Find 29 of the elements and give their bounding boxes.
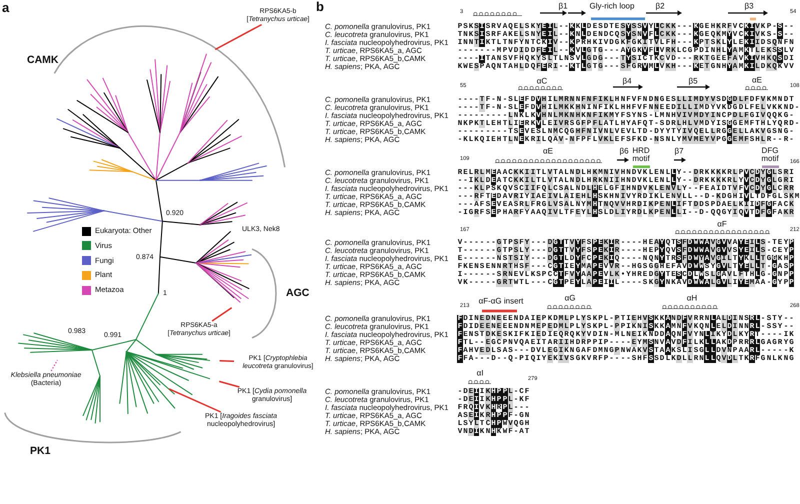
panel-label: a [2, 1, 10, 16]
structure-label: αE [752, 76, 762, 86]
clade-label: PK1 [30, 446, 50, 458]
structure-label: αH [686, 294, 698, 304]
structure-label: β4 [622, 78, 632, 86]
structure-label: β5 [688, 78, 698, 86]
motif-label: HRD motif [631, 146, 651, 164]
clade-label: CAMK [27, 55, 58, 67]
structure-label: αF [717, 220, 727, 230]
motif-label: Gly-rich loop [590, 2, 634, 12]
leader-line [219, 380, 240, 388]
clade-label: AGC [286, 288, 310, 300]
motif-label: DFG motif [760, 146, 780, 164]
structure-label: αC [536, 78, 548, 86]
motif-label: αF-αG insert [478, 298, 524, 306]
panel-label: b [316, 0, 324, 14]
structure-label: β7 [674, 148, 684, 156]
structure-label: β2 [655, 2, 665, 12]
leader-line [220, 360, 234, 362]
structure-label: αG [564, 294, 576, 304]
structure-label: αE [543, 148, 553, 156]
leader-line [168, 388, 222, 413]
structure-label: β3 [744, 2, 754, 12]
leader-line [212, 307, 232, 322]
structure-label: β1 [558, 2, 568, 12]
leader-line [214, 24, 262, 50]
leader-line [50, 360, 58, 372]
structure-label: αI [476, 370, 484, 378]
structure-label: β6 [619, 148, 629, 156]
